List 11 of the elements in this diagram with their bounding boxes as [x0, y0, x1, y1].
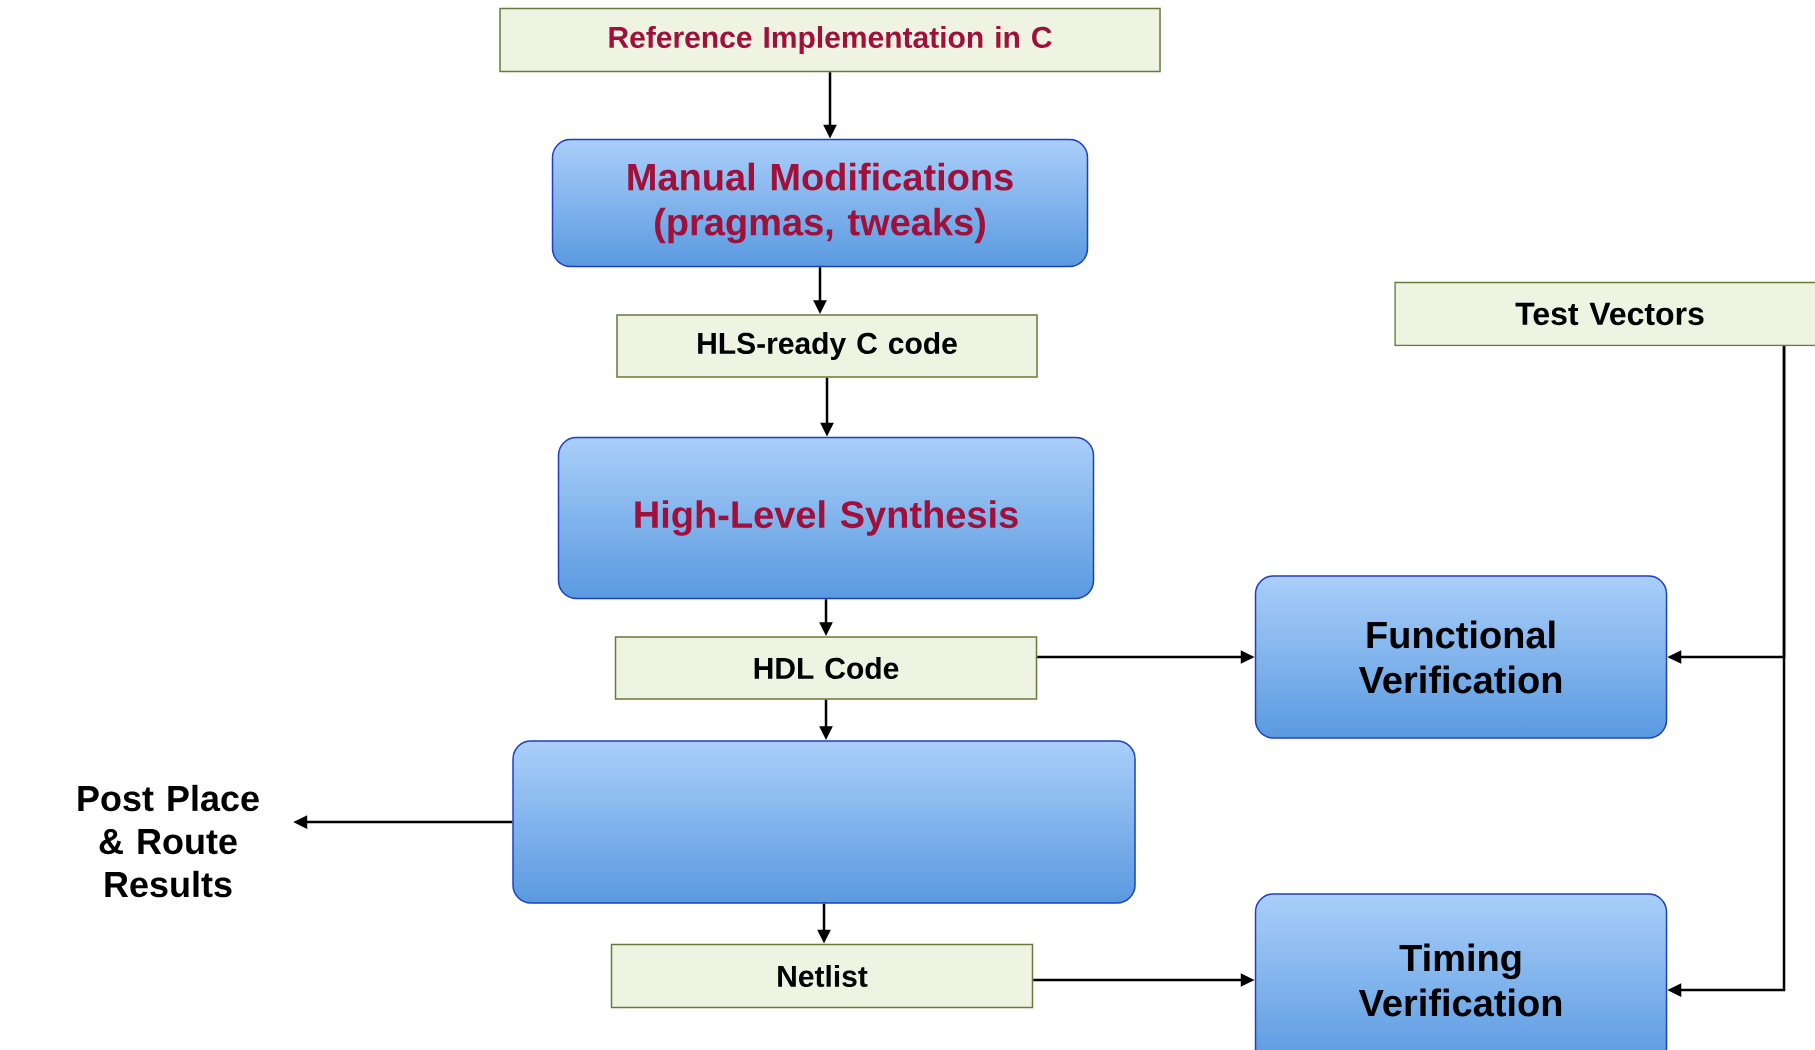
file-box: Test Vectors [1394, 281, 1815, 347]
process-box: High-Level Synthesis [557, 436, 1095, 600]
file-box: HDL Code [614, 636, 1038, 700]
process-box: Functional Verification [1254, 575, 1668, 739]
process-box [512, 740, 1136, 904]
file-box: Netlist [610, 943, 1034, 1009]
output-label: Post Place & Route Results [78, 784, 259, 898]
file-box: HLS-ready C code [616, 314, 1038, 378]
process-box: Manual Modifications (pragmas, tweaks) [551, 138, 1089, 268]
file-box: Reference Implementation in C [499, 7, 1161, 73]
process-box: Timing Verification [1254, 893, 1668, 1050]
